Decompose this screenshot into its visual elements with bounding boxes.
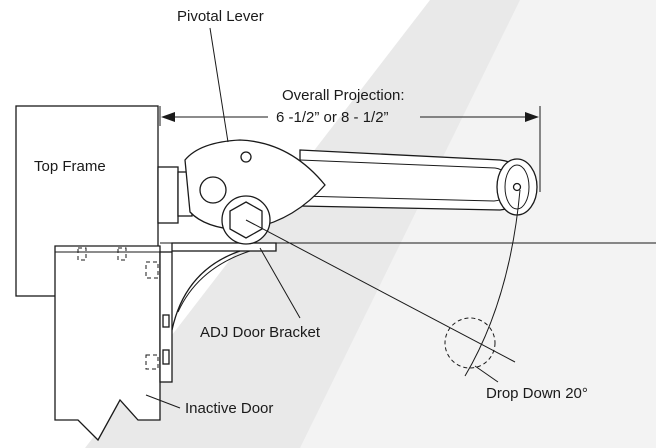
- pivotal-lever-label: Pivotal Lever: [177, 8, 264, 25]
- closer-mount-block: [157, 166, 179, 224]
- top-frame-label: Top Frame: [34, 158, 106, 175]
- inactive-door-label: Inactive Door: [185, 400, 273, 417]
- inactive-door-shape: [54, 245, 161, 442]
- background-band-highlight: [300, 0, 656, 448]
- drop-down-label: Drop Down 20°: [486, 385, 588, 402]
- drop-down-roller-dashed: [444, 317, 496, 369]
- projection-label-line1: Overall Projection:: [282, 87, 405, 104]
- arm-roller-mid: [504, 164, 530, 210]
- adj-door-bracket-arm-inner: [177, 250, 251, 313]
- adj-door-bracket-leader: [259, 247, 301, 319]
- pivotal-lever-leader: [209, 27, 229, 143]
- adj-door-bracket-arm: [171, 250, 241, 331]
- door-jamb-notch-2: [162, 349, 170, 365]
- lever-small-hole: [240, 151, 252, 163]
- dashed-bracket-1: [77, 247, 87, 261]
- pivotal-lever-shape: [184, 139, 326, 231]
- arm-roller-pin: [512, 182, 522, 192]
- projection-label-line2: 6 -1/2” or 8 - 1/2”: [276, 109, 389, 126]
- drop-down-arc: [464, 189, 521, 377]
- adj-door-bracket-label: ADJ Door Bracket: [200, 324, 321, 341]
- door-jamb-notch-1: [162, 314, 170, 328]
- drop-down-leader: [474, 365, 499, 383]
- projection-arrow-right: [525, 112, 539, 122]
- inactive-door-leader: [145, 394, 181, 409]
- dashed-bracket-2: [117, 247, 127, 261]
- lever-pivot-hole: [199, 176, 227, 204]
- drop-down-line: [245, 219, 516, 363]
- projection-arrow-left: [161, 112, 175, 122]
- dashed-bracket-4: [145, 354, 159, 370]
- adj-door-bracket-plate: [171, 242, 277, 252]
